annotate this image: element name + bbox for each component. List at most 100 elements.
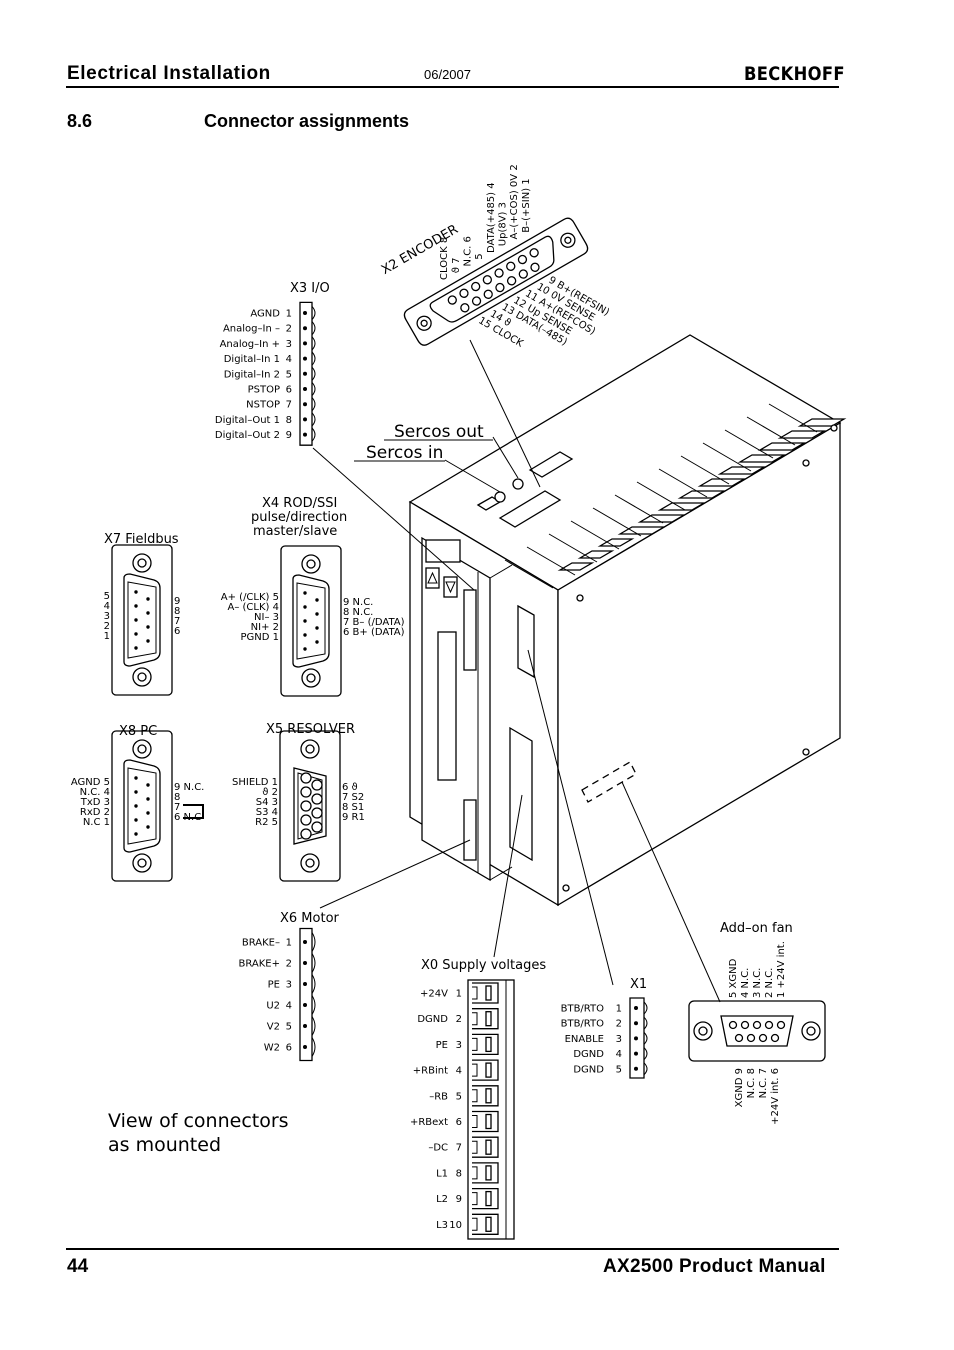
x0-cell xyxy=(472,1110,499,1133)
x2-top-label: N.C. 6 xyxy=(462,236,473,266)
fan-socket xyxy=(770,1033,780,1043)
x3-pin-ridge xyxy=(311,412,316,427)
x3-pin-number: 2 xyxy=(286,324,292,335)
x8-screw-top-inner xyxy=(137,744,147,754)
x0-cell xyxy=(472,1033,499,1056)
x5-socket xyxy=(311,807,323,819)
x0-pin-label: –RB xyxy=(429,1091,448,1102)
x4-pin xyxy=(303,619,307,623)
x0-pin-label: DGND xyxy=(417,1014,448,1025)
x3-pin-ridge xyxy=(311,366,316,381)
vent-slot-edge xyxy=(724,429,774,459)
x0-cell xyxy=(472,982,499,1004)
x6-pin-number: 1 xyxy=(286,938,292,949)
x0-cell xyxy=(472,1085,499,1107)
x1-title: X1 xyxy=(630,977,647,992)
brand-logo: BECKHOFF xyxy=(744,63,845,85)
x8-pin xyxy=(146,797,150,801)
x0-pin-number: 6 xyxy=(456,1117,462,1128)
x3-pin-label: PSTOP xyxy=(248,385,280,396)
x0-pin-label: +RBext xyxy=(410,1117,448,1128)
fan-socket xyxy=(752,1020,762,1030)
x0-pin-label: –DC xyxy=(428,1143,448,1154)
x2-top-label: DATA(+485) 4 xyxy=(486,182,497,253)
x7-pin xyxy=(146,611,150,615)
x0-screw xyxy=(485,1190,492,1207)
vent-slot-edge xyxy=(768,403,818,433)
x6-pin-label: PE xyxy=(268,980,280,991)
x7-flange xyxy=(111,544,173,696)
x7-pin xyxy=(134,590,138,594)
header-date: 06/2007 xyxy=(424,67,471,82)
x8-right-label: 7 xyxy=(174,802,180,813)
x1-housing xyxy=(629,997,645,1079)
x7-pin xyxy=(146,639,150,643)
vent-slot xyxy=(557,562,595,571)
x1-pin-ridge xyxy=(643,1016,648,1030)
x2-socket xyxy=(460,303,470,313)
x8-right-label: 8 xyxy=(174,792,180,803)
x0-pin-number: 2 xyxy=(456,1014,462,1025)
vent-slot xyxy=(617,526,667,535)
x3-pin-dot xyxy=(303,326,307,331)
x4-left-label: NI– 3 xyxy=(254,612,279,623)
x8-pin xyxy=(134,804,138,808)
x3-pin-ridge xyxy=(311,382,316,396)
x0-pin-number: 10 xyxy=(449,1220,462,1231)
x6-pin-dot xyxy=(303,940,307,944)
x0-clamp xyxy=(472,1115,478,1128)
x7-pin xyxy=(146,597,150,601)
x7-shell-inner xyxy=(127,581,157,659)
vent-slot-edge xyxy=(746,416,796,446)
vent-slot-edge xyxy=(548,533,598,563)
x7-right-label: 9 xyxy=(174,596,180,607)
x6-pin-label: U2 xyxy=(266,1001,280,1012)
ventilation-slots xyxy=(504,403,847,589)
x4-pin xyxy=(315,640,319,644)
vent-slot xyxy=(697,478,747,487)
sercos-out-label: Sercos out xyxy=(394,422,484,442)
x2-socket xyxy=(495,282,505,293)
x4-right-label: 6 B+ (DATA) xyxy=(343,627,405,638)
x0-housing xyxy=(467,979,515,1240)
vent-slot-edge xyxy=(504,559,554,589)
x6-pin-number: 6 xyxy=(286,1043,292,1054)
x0-screw xyxy=(485,1139,492,1155)
x6-pin-dot xyxy=(303,1024,307,1028)
vent-slot xyxy=(657,502,707,511)
x0-cell xyxy=(472,1059,499,1081)
x7-title: X7 Fieldbus xyxy=(104,532,179,547)
x5-left-label: SHIELD 1 xyxy=(232,777,278,788)
x0-pin-number: 1 xyxy=(456,989,462,1000)
x3-pin-ridge xyxy=(311,397,316,412)
fan-shell xyxy=(720,1015,794,1047)
x3-pin-dot xyxy=(303,417,307,422)
x0-clamp xyxy=(472,1089,478,1103)
x1-pin-label: DGND xyxy=(573,1064,604,1075)
fan-flange xyxy=(688,1000,826,1062)
x8-screw-bottom-inner xyxy=(137,858,147,868)
vent-slot-edge xyxy=(680,455,730,485)
x0-screw xyxy=(485,1011,492,1027)
x1-pin-dot xyxy=(634,1021,638,1026)
x5-shell xyxy=(293,767,327,845)
caption-line-2: as mounted xyxy=(108,1134,221,1156)
x0-pin-number: 7 xyxy=(456,1143,462,1154)
x7-right-label: 7 xyxy=(174,616,180,627)
x6-pin-dot xyxy=(303,961,307,965)
x6-pin-ridge xyxy=(311,932,316,952)
x3-title: X3 I/O xyxy=(290,281,330,296)
x3-pin-dot xyxy=(303,341,307,346)
x4-right-label: 7 B– (/DATA) xyxy=(343,617,405,628)
x6-pin-dot xyxy=(303,982,307,986)
x4-title-2: pulse/direction xyxy=(251,510,347,525)
x4-pin xyxy=(303,605,307,609)
x7-pin xyxy=(134,632,138,636)
x0-cell xyxy=(472,1008,499,1030)
x3-pin-dot xyxy=(303,311,307,315)
x3-pin-label: Analog–In – xyxy=(223,324,280,335)
x7-pin xyxy=(134,604,138,608)
x6-pin-ridge xyxy=(311,1037,316,1057)
x2-top-label: 5 xyxy=(474,253,485,259)
